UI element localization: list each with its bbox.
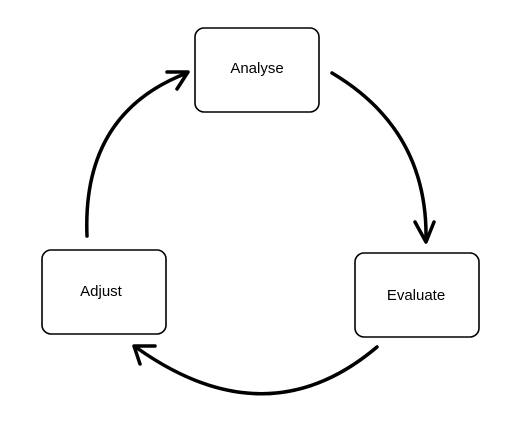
arrow-adjust-to-analyse bbox=[85, 70, 190, 238]
node-analyse-label: Analyse bbox=[230, 60, 283, 77]
node-adjust: Adjust bbox=[41, 249, 167, 335]
node-adjust-box bbox=[41, 249, 167, 335]
arrow-analyse-to-evaluate-head bbox=[413, 220, 436, 244]
arrow-analyse-to-evaluate bbox=[330, 71, 436, 244]
arrow-evaluate-to-adjust-shaft bbox=[135, 345, 379, 396]
node-analyse-box bbox=[194, 27, 320, 113]
arrow-analyse-to-evaluate-shaft bbox=[330, 71, 428, 242]
node-evaluate-label: Evaluate bbox=[387, 287, 445, 304]
arrow-evaluate-to-adjust-head bbox=[132, 344, 157, 366]
node-evaluate-box bbox=[354, 252, 480, 338]
node-analyse: Analyse bbox=[194, 27, 320, 113]
arrow-adjust-to-analyse-shaft bbox=[85, 71, 189, 238]
arrow-adjust-to-analyse-head bbox=[165, 70, 190, 91]
node-evaluate: Evaluate bbox=[354, 252, 480, 338]
arrow-evaluate-to-adjust bbox=[132, 344, 379, 396]
node-adjust-label: Adjust bbox=[80, 283, 123, 300]
